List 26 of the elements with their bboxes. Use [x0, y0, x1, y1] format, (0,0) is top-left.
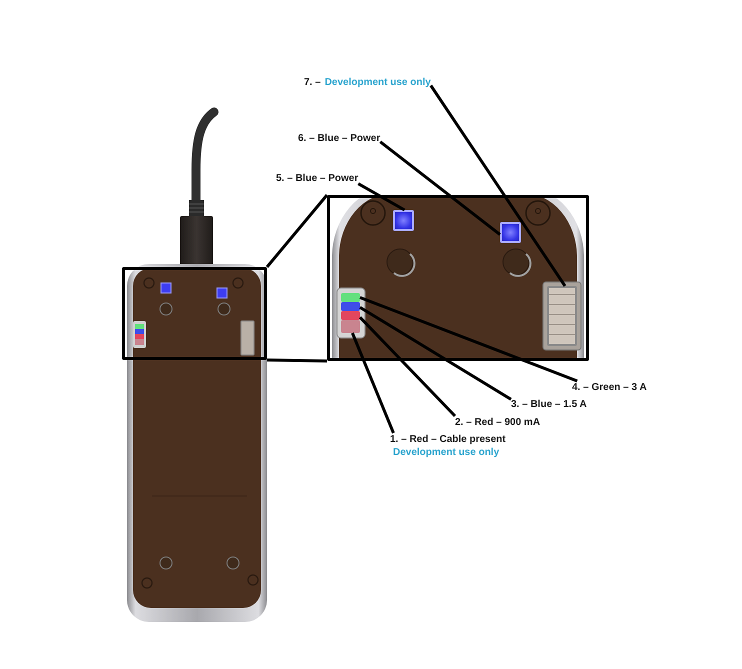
leader-line [359, 306, 512, 401]
leader-line [358, 182, 406, 212]
zoom-line [266, 194, 328, 268]
leader-line [359, 296, 578, 382]
callout-label: 4. – Green – 3 A [572, 381, 647, 394]
callout-note: Development use only [324, 76, 431, 89]
leader-line [379, 140, 501, 236]
led-light [341, 311, 360, 320]
zoom-line [266, 358, 328, 362]
led-light [341, 320, 360, 333]
callout-note: Development use only [393, 446, 500, 459]
callout-label: 3. – Blue – 1.5 A [511, 398, 587, 411]
callout-label: 5. – Blue – Power [276, 172, 358, 185]
led-indicator [500, 222, 521, 243]
led-light [341, 293, 360, 302]
led-indicator [393, 210, 414, 231]
leader-line [358, 316, 456, 418]
leader-line [351, 332, 395, 434]
callout-label: 6. – Blue – Power [298, 132, 380, 145]
zoom-frame [122, 267, 267, 360]
callout-label: 7. – [304, 76, 321, 89]
callout-label: 2. – Red – 900 mA [455, 416, 540, 429]
callout-label: 1. – Red – Cable present [390, 433, 506, 446]
led-light [341, 302, 360, 311]
leader-line [430, 84, 566, 287]
usb-port [547, 286, 577, 346]
